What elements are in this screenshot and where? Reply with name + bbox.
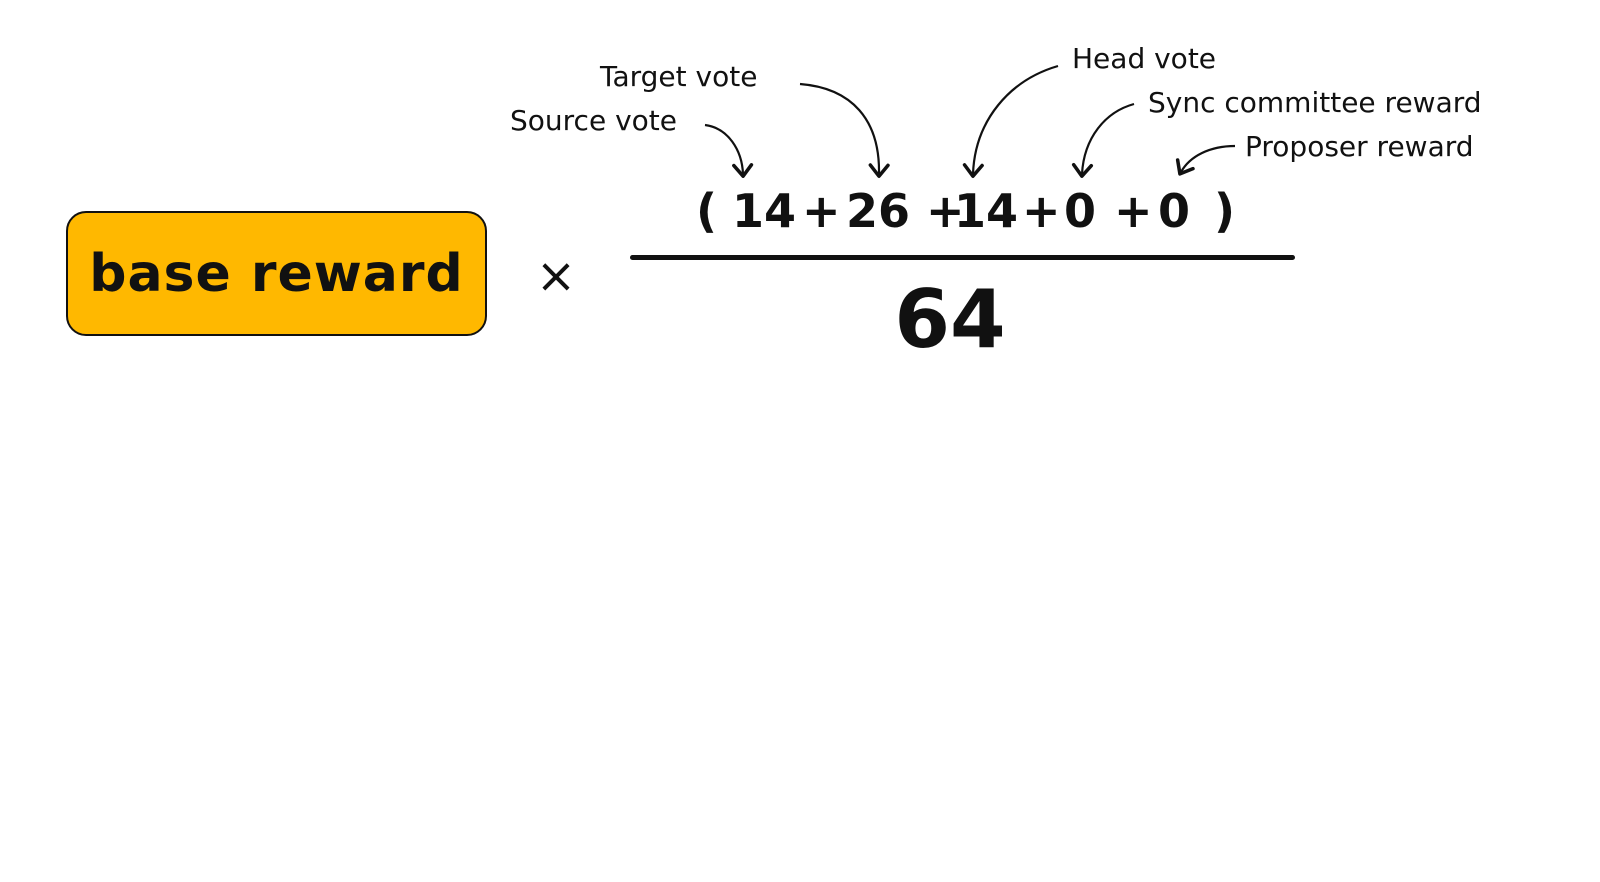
label-head-vote: Head vote (1072, 42, 1217, 75)
numerator-plus: + (1022, 184, 1061, 238)
numerator-term-source: 14 (732, 184, 797, 238)
numerator-term-target: 26 (846, 184, 911, 238)
base-reward-box: base reward (66, 211, 487, 336)
diagram-canvas: base reward × ( 14 + 26 + 14 + 0 + 0 ) 6… (66, 42, 1482, 366)
numerator-term-head: 14 (954, 184, 1019, 238)
multiply-symbol: × (535, 248, 577, 304)
arrow-target-vote (799, 82, 890, 178)
arrow-head-vote (962, 64, 1059, 178)
label-sync-committee-reward: Sync committee reward (1148, 86, 1482, 119)
fraction-bar (630, 255, 1295, 260)
numerator-term-sync: 0 (1064, 184, 1097, 238)
arrow-proposer-reward (1175, 144, 1236, 176)
numerator-plus: + (926, 184, 965, 238)
annotation-arrows (704, 64, 1236, 178)
numerator-close-paren: ) (1214, 184, 1236, 238)
label-source-vote: Source vote (510, 104, 677, 137)
label-proposer-reward: Proposer reward (1245, 130, 1474, 163)
numerator-plus: + (802, 184, 841, 238)
numerator-term-proposer: 0 (1158, 184, 1191, 238)
arrow-sync-committee-reward (1071, 102, 1135, 178)
base-reward-label: base reward (89, 243, 464, 304)
denominator: 64 (894, 273, 1006, 366)
numerator-plus: + (1114, 184, 1153, 238)
numerator: ( 14 + 26 + 14 + 0 + 0 ) (630, 180, 1294, 246)
arrow-source-vote (704, 123, 754, 178)
label-target-vote: Target vote (600, 60, 758, 93)
numerator-open-paren: ( (696, 184, 718, 238)
